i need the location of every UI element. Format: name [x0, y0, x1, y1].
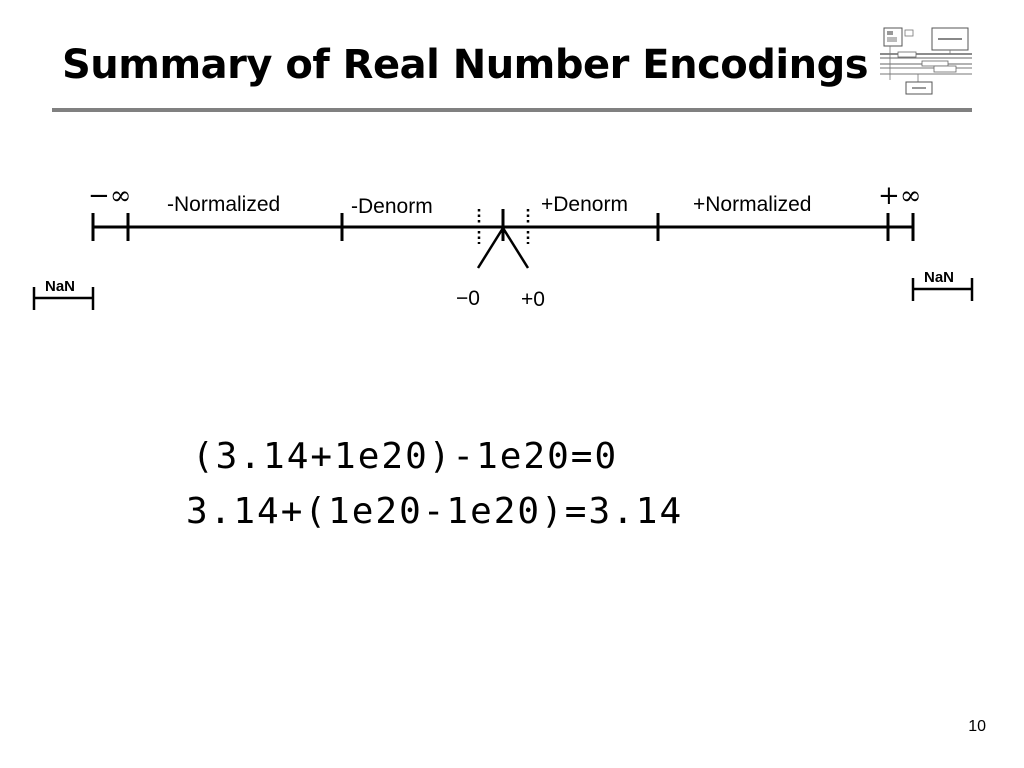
pos-zero-label: +0 — [521, 288, 545, 311]
nan-bracket-right — [911, 278, 974, 301]
slide-title: Summary of Real Number Encodings — [62, 42, 869, 88]
pos-infinity-label: +∞ — [878, 181, 922, 211]
nan-label-right: NaN — [924, 269, 955, 286]
neg-denorm-label: -Denorm — [351, 195, 433, 218]
expression-line-2: 3.14+(1e20-1e20)=3.14 — [186, 491, 684, 532]
expression-line-1: (3.14+1e20)-1e20=0 — [192, 436, 619, 477]
neg-normalized-label: -Normalized — [167, 193, 281, 216]
neg-infinity-label: −∞ — [88, 181, 132, 211]
system-diagram-logo — [880, 27, 972, 95]
page-number: 10 — [968, 718, 986, 735]
pos-normalized-label: +Normalized — [693, 193, 812, 216]
pos-denorm-label: +Denorm — [541, 193, 628, 216]
zero-pointer-left — [476, 227, 505, 269]
neg-zero-label: −0 — [456, 287, 480, 310]
zero-pointer-right — [501, 227, 530, 269]
nan-bracket-left — [32, 287, 95, 310]
nan-label-left: NaN — [45, 278, 76, 295]
title-divider — [52, 108, 972, 112]
